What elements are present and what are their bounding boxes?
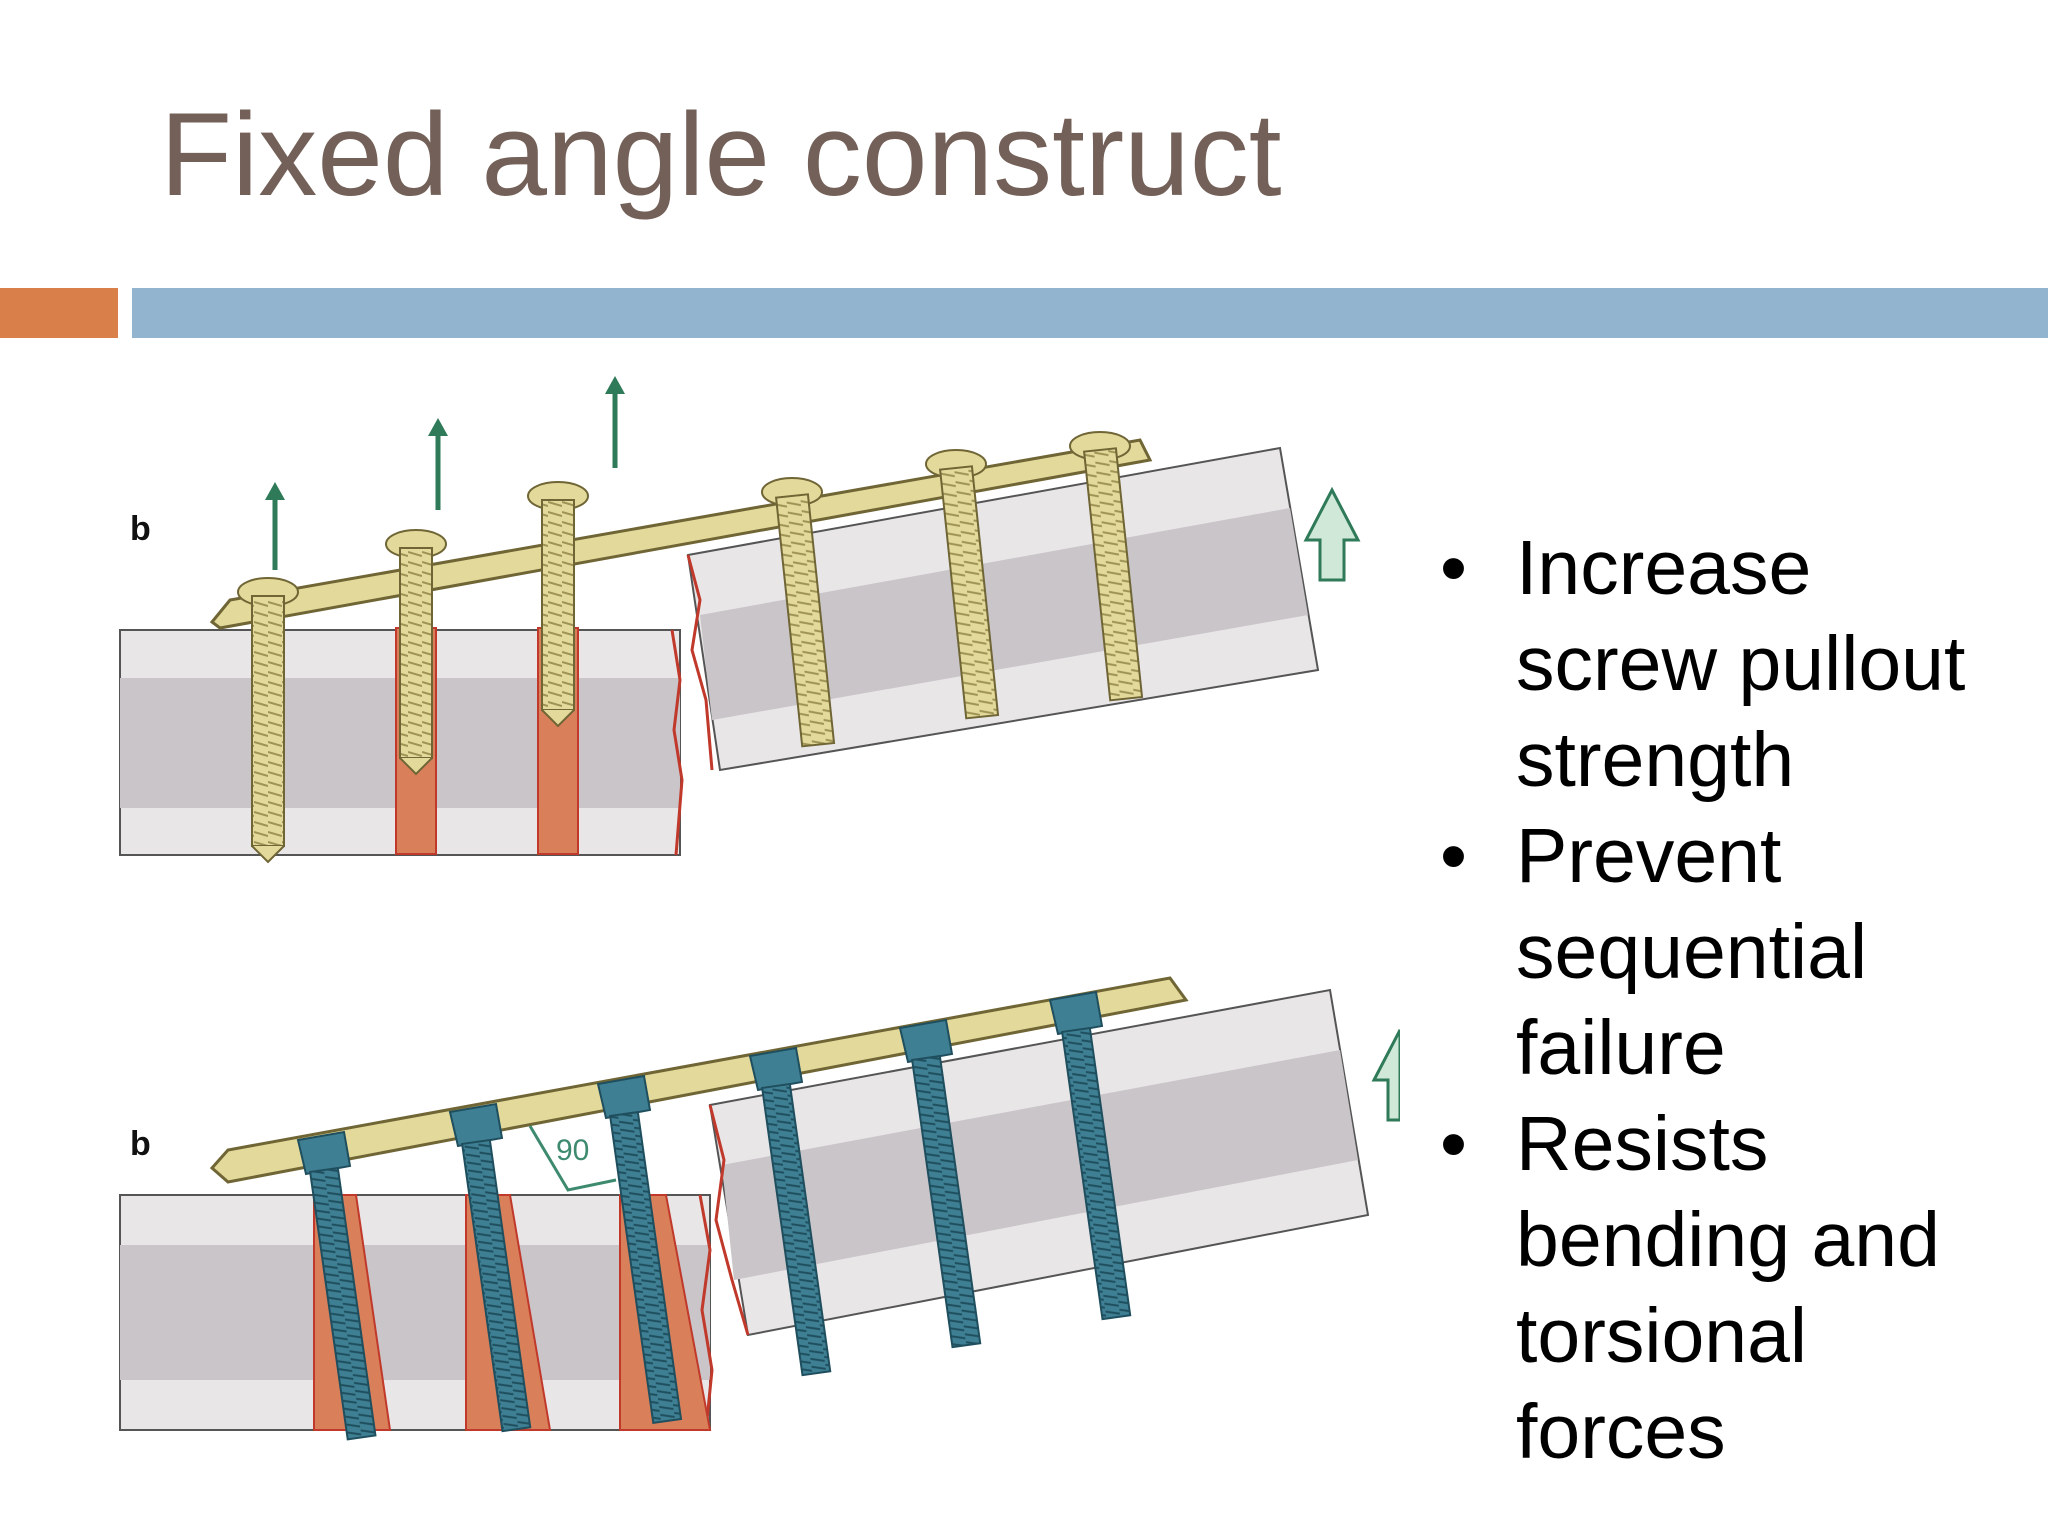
bullet-item: • Resists bending and torsional forces [1440,1096,2020,1480]
bullet-icon: • [1440,525,1467,611]
top-right-bone [686,446,1320,772]
bullet-text: Prevent sequential failure [1516,813,1868,1091]
bullet-item: • Increase screw pullout strength [1440,520,2020,808]
accent-bar-orange [0,288,118,338]
top-panel-label: b [130,510,151,548]
top-screw-2 [385,529,447,776]
bottom-screw-4 [748,1046,832,1377]
top-screw-1 [237,577,299,864]
bottom-screw-1 [296,1130,377,1441]
bullet-text: Increase screw pullout strength [1516,525,1966,803]
bullet-text: Resists bending and torsional forces [1516,1101,1940,1475]
bottom-screw-3 [596,1074,683,1425]
slide-title: Fixed angle construct [160,89,1282,221]
bullet-item: • Prevent sequential failure [1440,808,2020,1096]
top-screw-6 [1069,431,1144,702]
screw-diagram-svg: b [119,376,1402,1441]
top-screw-3 [527,481,589,728]
bottom-screw-2 [448,1102,532,1433]
bottom-displacement-arrow [1371,1029,1402,1122]
screw-diagram: b [100,360,1402,1500]
bullet-icon: • [1440,813,1467,899]
angle-marker [528,1125,617,1192]
top-plate [209,438,1153,630]
bottom-screw-6 [1048,990,1132,1321]
bullet-icon: • [1440,1101,1467,1187]
bottom-panel-label: b [130,1125,151,1163]
angle-label: 90 [556,1134,589,1167]
accent-bar-blue [132,288,2048,338]
top-screw-4 [761,477,836,748]
bullet-list: • Increase screw pullout strength • Preven… [1440,520,2020,1480]
top-pull-arrows [265,376,625,570]
top-screw-5 [925,449,1000,720]
bottom-screw-5 [898,1018,982,1349]
bottom-left-bone [119,1194,714,1431]
bottom-right-bone [708,988,1370,1337]
top-displacement-arrow [1303,486,1361,582]
